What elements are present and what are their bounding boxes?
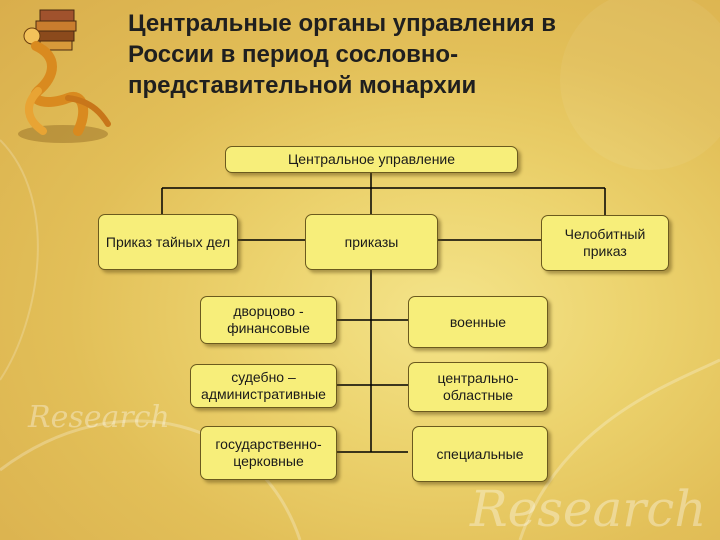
watermark-text: Research [28, 400, 170, 435]
central-management-box: Центральное управление [225, 146, 518, 173]
central-regional-box: центрально-областные [408, 362, 548, 412]
special-box: специальные [412, 426, 548, 482]
military-box: военные [408, 296, 548, 348]
watermark-text-large: Research [470, 480, 707, 538]
student-with-books-illustration [18, 9, 111, 143]
prikazy-box: приказы [305, 214, 438, 270]
state-church-box: государственно-церковные [200, 426, 337, 480]
slide-title: Центральные органы управления в России в… [128, 8, 708, 101]
palace-finance-box: дворцово - финансовые [200, 296, 337, 344]
slide-title-line: России в период сословно- [128, 41, 459, 68]
petition-prikaz-box: Челобитный приказ [541, 215, 669, 271]
slide-title-line: представительной монархии [128, 72, 477, 99]
slide-title-line: Центральные органы управления в [128, 10, 557, 37]
secret-affairs-prikaz-box: Приказ тайных дел [98, 214, 238, 270]
judicial-administrative-box: судебно – административные [190, 364, 337, 408]
